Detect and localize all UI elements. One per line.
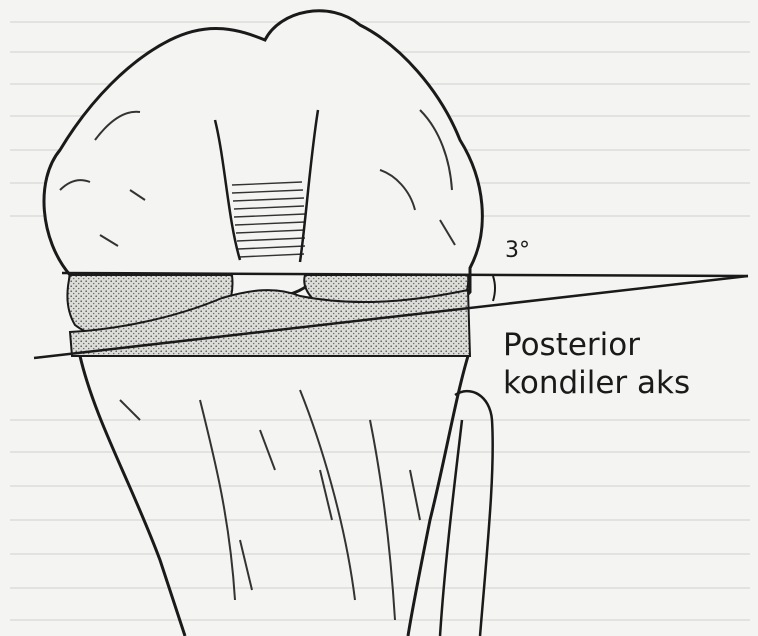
angle-label: 3°	[505, 238, 530, 263]
tibia-shading	[120, 390, 420, 620]
angle-arc	[493, 276, 495, 301]
axis-label-line-1: Posterior	[503, 326, 690, 364]
axis-label-line-2: kondiler aks	[503, 364, 690, 402]
tibia-outline	[80, 356, 468, 636]
fibula-outline	[440, 391, 493, 636]
posterior-condylar-axis-label: Posterior kondiler aks	[503, 326, 690, 402]
